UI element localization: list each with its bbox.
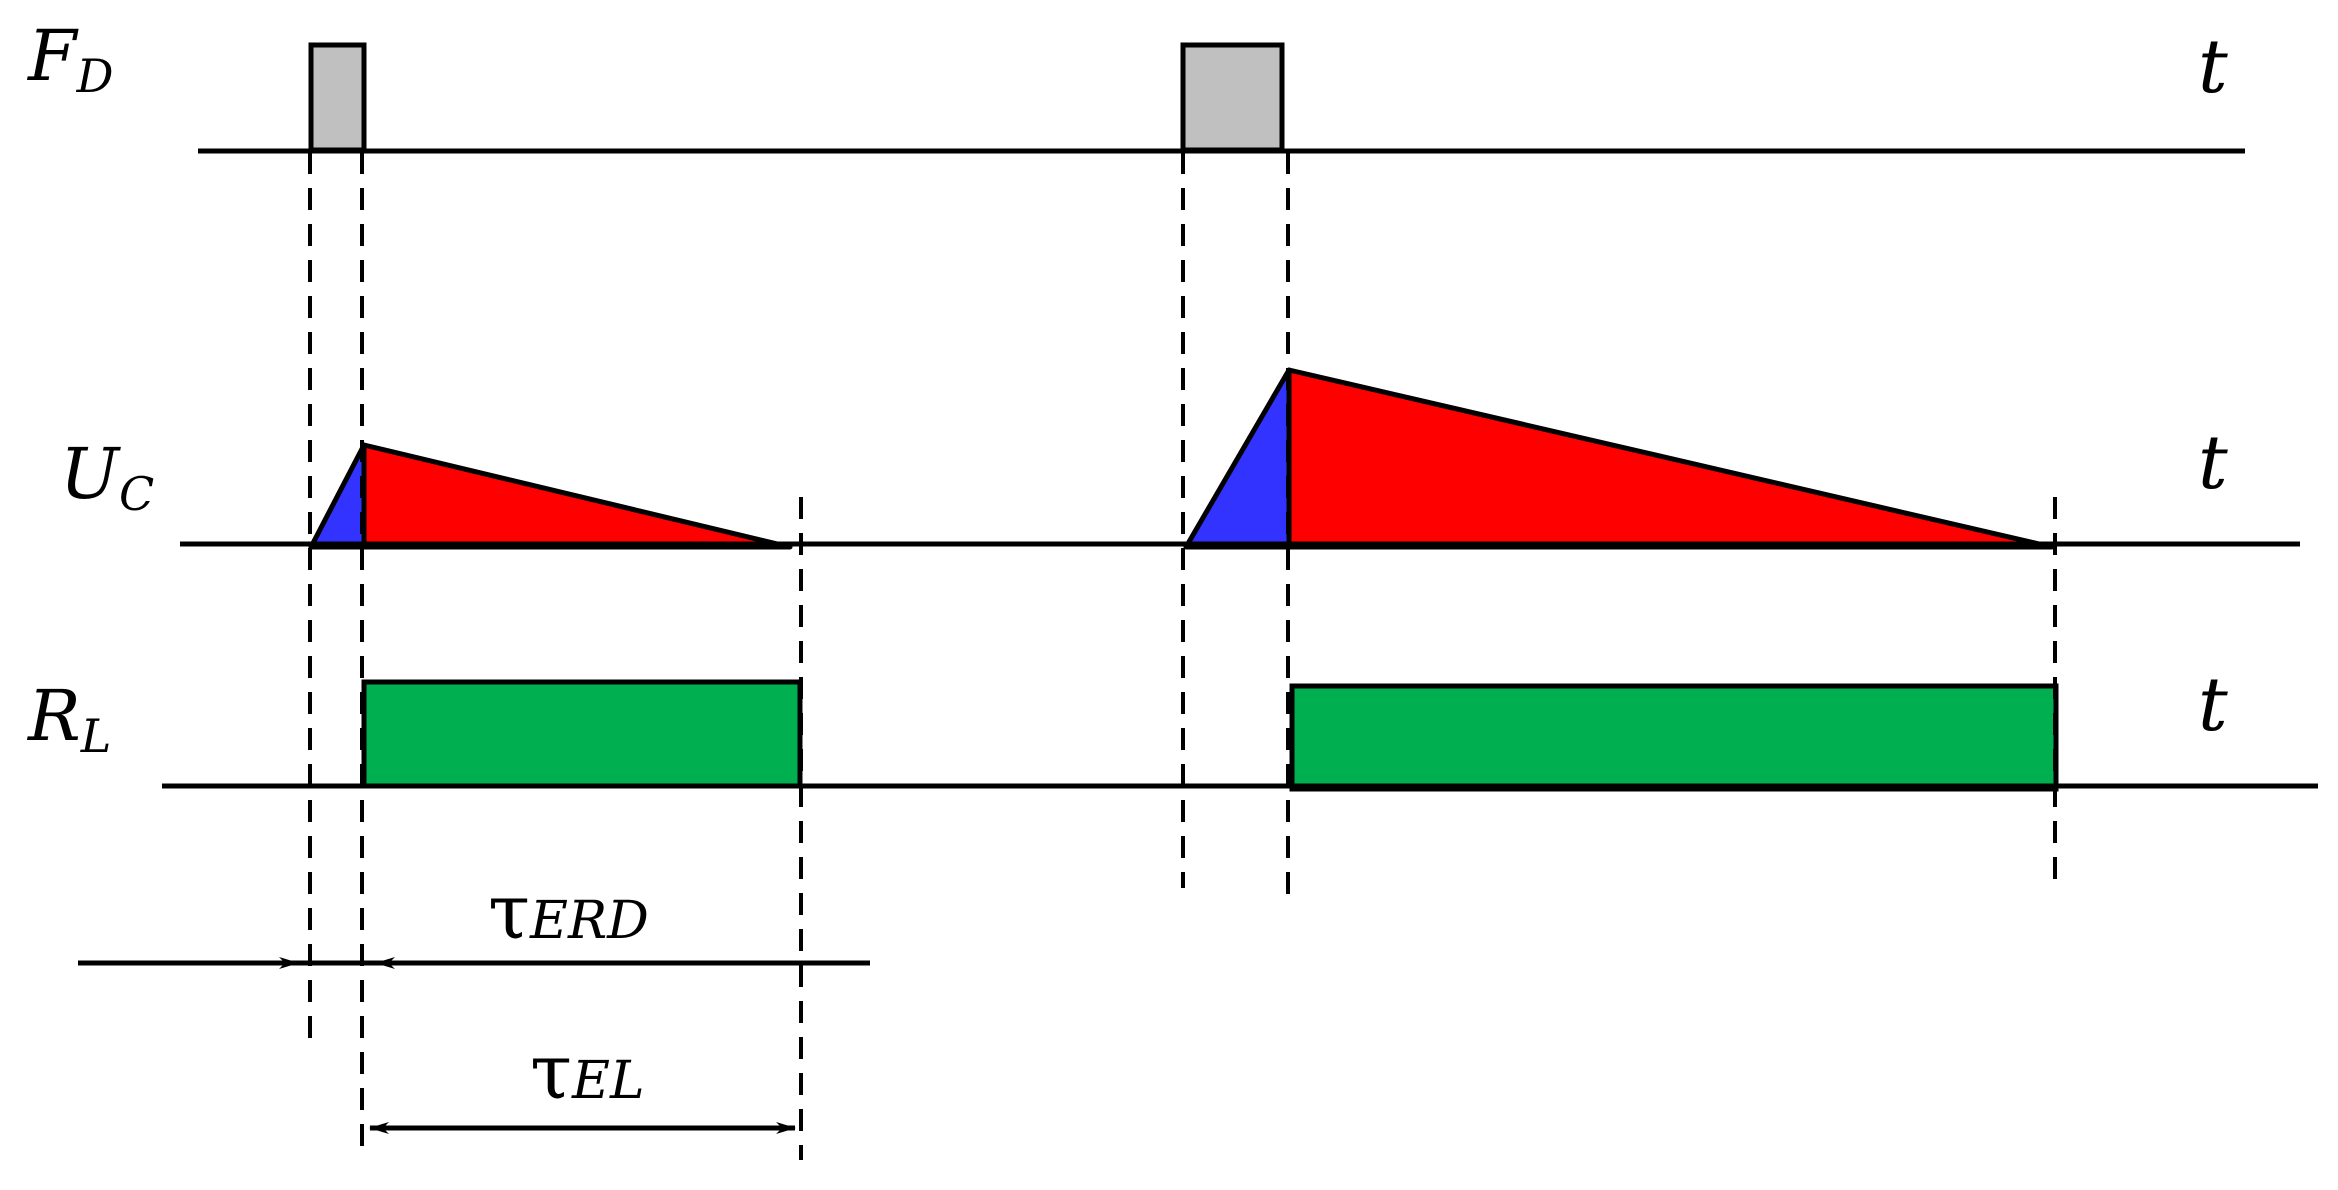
uc-decay-1 xyxy=(361,442,793,550)
guide-lines xyxy=(308,152,2057,1160)
time-label-rl: t xyxy=(2198,662,2228,748)
label-uc: UC xyxy=(60,433,154,521)
fd-pulse-1 xyxy=(308,42,367,153)
uc-rise-1 xyxy=(308,442,367,550)
fd-row xyxy=(198,42,2245,154)
rl-pulse-1 xyxy=(361,679,803,789)
tau-erd-label: τERD xyxy=(488,867,649,956)
tau-erd-marker: τERD xyxy=(78,867,870,969)
uc-decay-2 xyxy=(1286,367,2055,550)
rl-row xyxy=(162,679,2318,792)
tau-el-marker: τEL xyxy=(369,1027,796,1134)
time-label-fd: t xyxy=(2198,24,2228,110)
tau-el-label: τEL xyxy=(530,1027,645,1116)
label-rl: RL xyxy=(26,675,111,763)
label-fd: FD xyxy=(26,15,113,103)
uc-rise-2 xyxy=(1183,367,1292,550)
uc-row xyxy=(180,367,2300,550)
rl-pulse-2 xyxy=(1289,683,2059,792)
time-label-uc: t xyxy=(2198,420,2228,506)
fd-pulse-2 xyxy=(1180,42,1285,153)
